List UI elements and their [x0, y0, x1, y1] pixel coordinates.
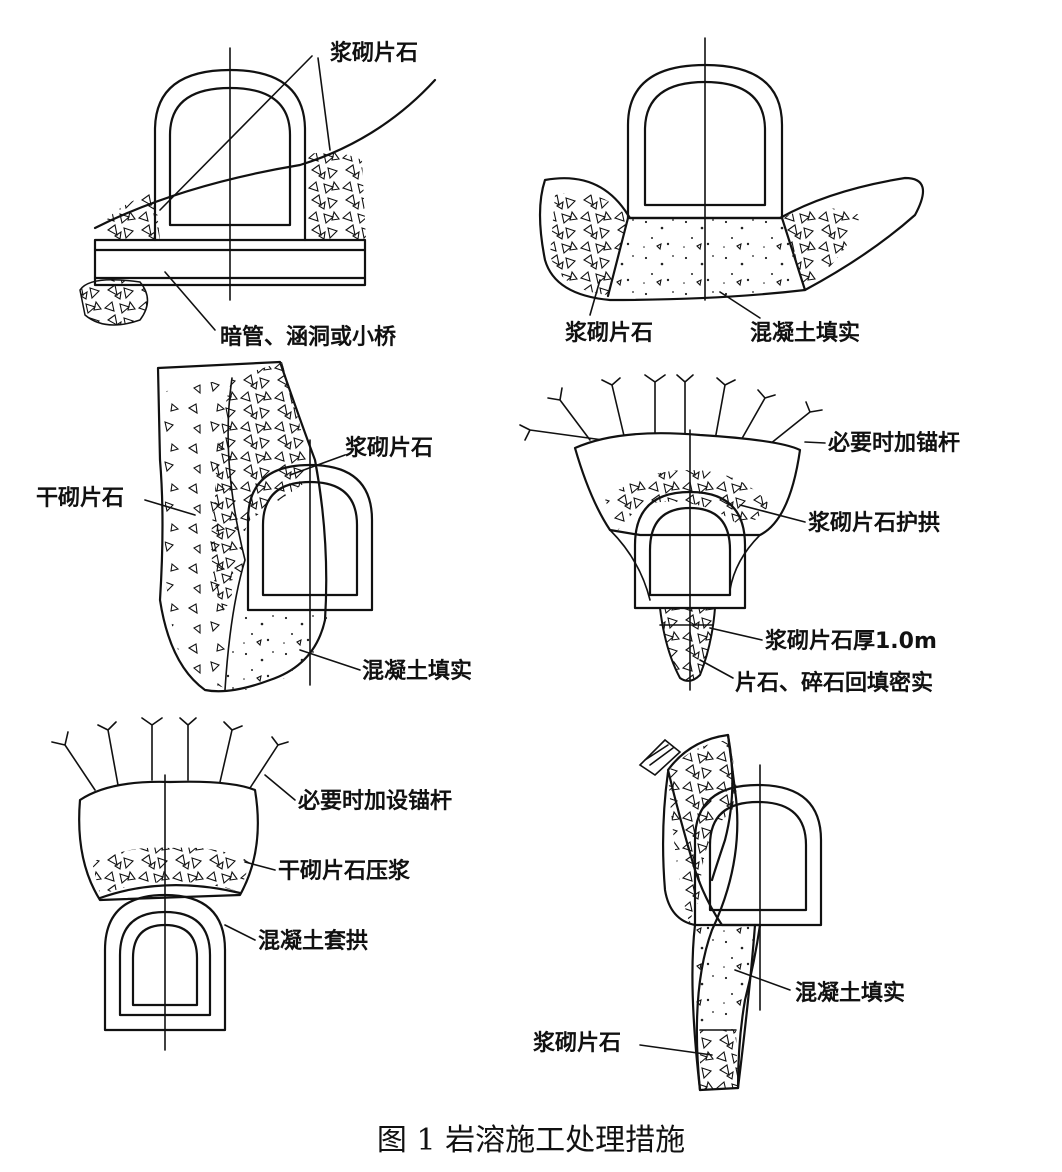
label-culvert: 暗管、涵洞或小桥: [220, 324, 396, 350]
tunnel-lining: [708, 800, 808, 912]
label-anchor: 必要时加锚杆: [828, 430, 960, 456]
rubble-fill: [305, 152, 366, 240]
label-dry-rubble: 干砌片石: [36, 486, 124, 511]
rubble-fill: [211, 362, 312, 612]
tunnel-lining: [693, 783, 823, 927]
label-mortar-rubble: 浆砌片石: [345, 435, 433, 461]
label-arch-guard: 浆砌片石护拱: [808, 510, 940, 536]
label-dry-grout: 干砌片石压浆: [278, 858, 411, 884]
rubble-fill: [605, 470, 770, 530]
panel-top-cavity-sleeve: 必要时加设锚杆 干砌片石压浆 混凝土套拱: [51, 717, 452, 1051]
anchor-bolts: [519, 374, 823, 449]
concrete-fill: [608, 218, 805, 297]
rubble-fill: [550, 192, 628, 295]
panel-top-cavity-bolts: 必要时加锚杆 浆砌片石护拱 浆砌片石厚1.0m 片石、碎石回填密实: [519, 374, 960, 696]
hatched-rock: [638, 738, 682, 777]
label-sleeve-arch: 混凝土套拱: [258, 928, 368, 954]
panel-bottom-cavity: 浆砌片石 混凝土填实: [538, 37, 925, 346]
backfill-pocket: [658, 607, 717, 682]
rubble-fill: [668, 740, 737, 925]
rubble-fill: [92, 847, 250, 895]
ground-line: [93, 78, 437, 230]
concrete-fill: [226, 610, 330, 692]
label-concrete-fill: 混凝土填实: [750, 320, 860, 346]
rubble-fill: [79, 279, 149, 326]
label-concrete-fill: 混凝土填实: [795, 980, 905, 1006]
rubble-fill: [700, 1030, 738, 1090]
label-backfill: 片石、碎石回填密实: [735, 670, 933, 696]
label-thickness: 浆砌片石厚1.0m: [765, 628, 937, 654]
label-anchor: 必要时加设锚杆: [298, 788, 452, 814]
anchor-bolts: [51, 717, 289, 791]
figure-caption: 图 1 岩溶施工处理措施: [377, 1123, 685, 1158]
label-mortar-rubble: 浆砌片石: [565, 320, 653, 346]
concrete-fill: [693, 925, 755, 1030]
rubble-fill: [782, 208, 860, 288]
label-mortar-rubble: 浆砌片石: [330, 40, 418, 66]
panel-culvert: 浆砌片石 暗管、涵洞或小桥: [79, 40, 437, 350]
rubble-fill: [100, 192, 160, 240]
panel-deep-cavity: 混凝土填实 浆砌片石: [533, 733, 905, 1092]
label-concrete-fill: 混凝土填实: [362, 658, 472, 684]
label-mortar-rubble: 浆砌片石: [533, 1030, 621, 1056]
panel-side-cavity: 干砌片石 浆砌片石 混凝土填实: [36, 360, 472, 693]
